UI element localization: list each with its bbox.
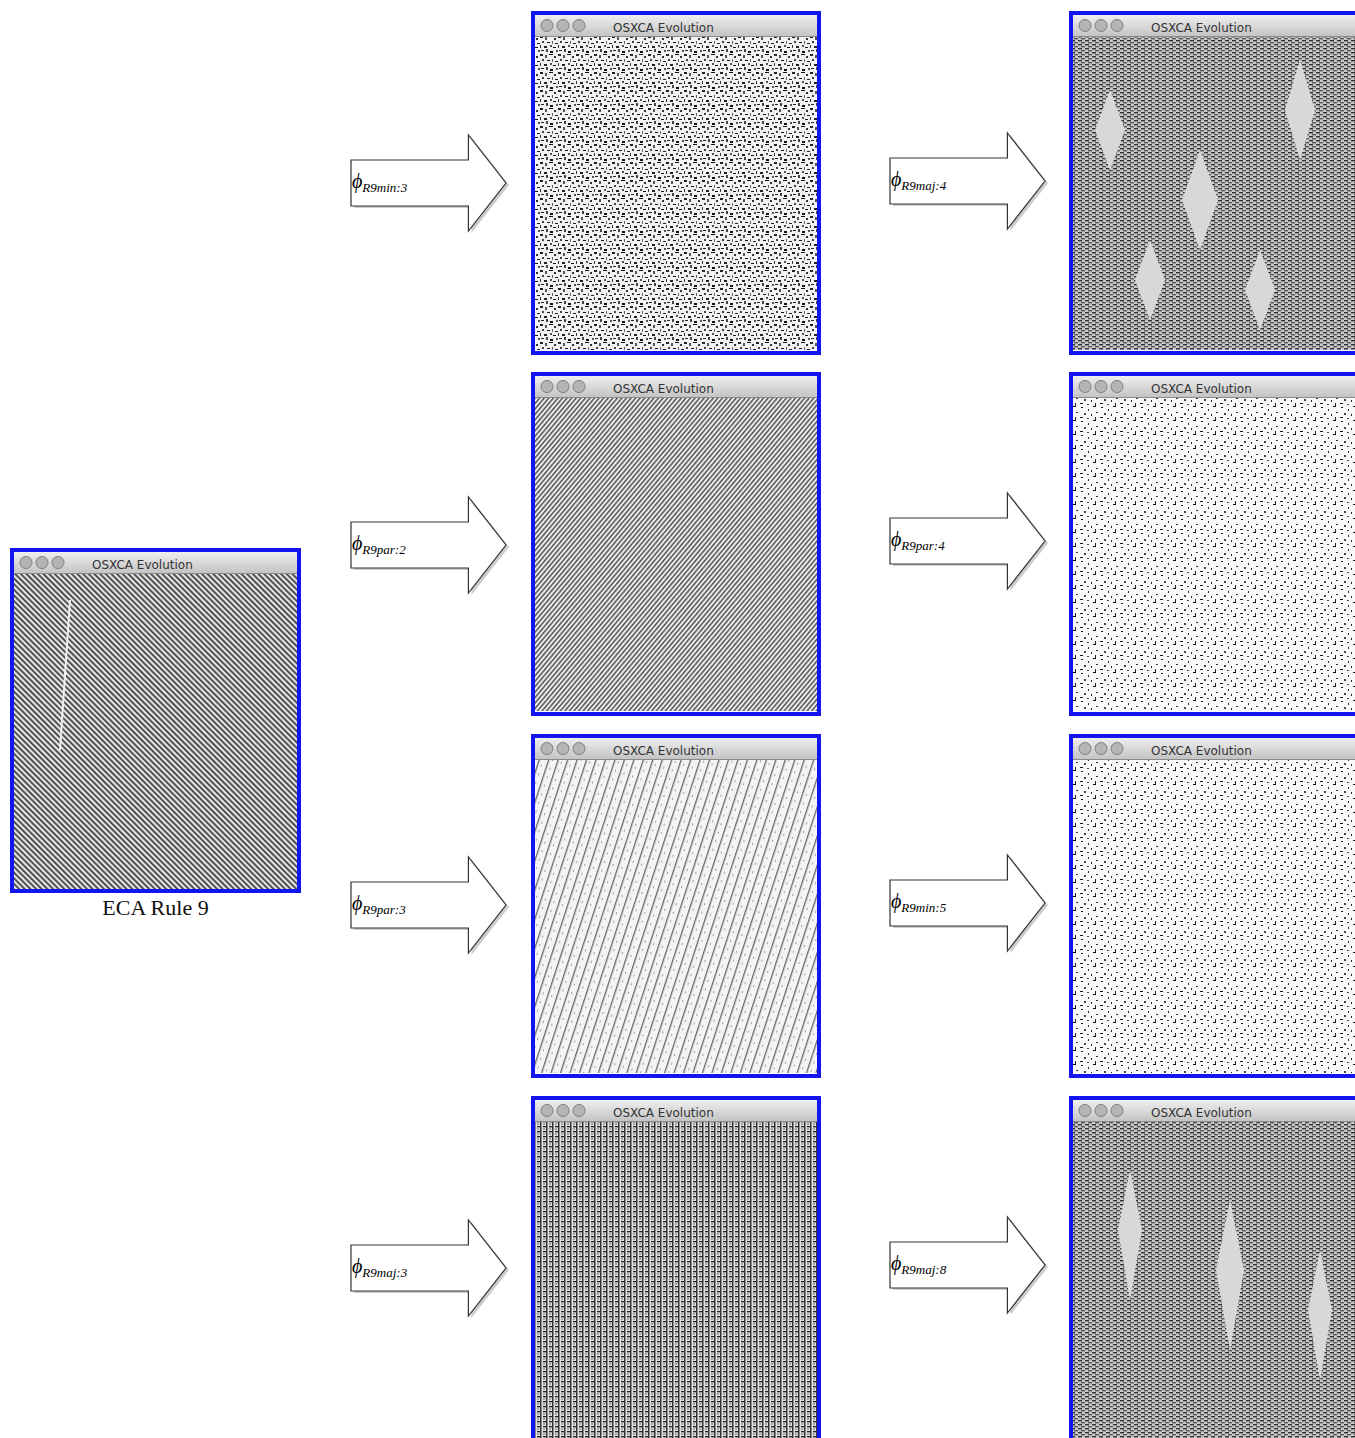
figure-caption: ECA Rule 9 bbox=[14, 895, 297, 921]
mapping-label: ϕR9par:4 bbox=[891, 528, 1051, 554]
window-button bbox=[36, 557, 48, 569]
window-buttons bbox=[1073, 738, 1133, 760]
mapping-label: ϕR9maj:3 bbox=[352, 1255, 512, 1281]
window-button bbox=[1079, 743, 1091, 755]
evolution-window: OSXCA Evolution bbox=[531, 1096, 821, 1438]
mapping-arrow: ϕR9min:5 bbox=[889, 853, 1049, 953]
window-button bbox=[1111, 743, 1123, 755]
mapping-subscript: R9maj:3 bbox=[362, 1265, 407, 1280]
window-button bbox=[573, 1105, 585, 1117]
window-button bbox=[52, 557, 64, 569]
window-title: OSXCA Evolution bbox=[613, 1106, 714, 1120]
window-title: OSXCA Evolution bbox=[1151, 21, 1252, 35]
mapping-subscript: R9par:3 bbox=[362, 902, 405, 917]
window-button bbox=[541, 20, 553, 32]
window-button bbox=[557, 381, 569, 393]
evolution-window: OSXCA Evolution bbox=[1069, 11, 1355, 355]
window-button bbox=[1079, 1105, 1091, 1117]
mapping-subscript: R9par:2 bbox=[362, 542, 405, 557]
mapping-subscript: R9maj:4 bbox=[901, 178, 946, 193]
title-bar: OSXCA Evolution bbox=[535, 15, 817, 37]
title-bar: OSXCA Evolution bbox=[535, 738, 817, 760]
window-buttons bbox=[535, 376, 595, 398]
window-title: OSXCA Evolution bbox=[1151, 744, 1252, 758]
window-button bbox=[573, 20, 585, 32]
mapping-label: ϕR9min:3 bbox=[352, 170, 512, 196]
window-buttons bbox=[535, 15, 595, 37]
evolution-window: OSXCA Evolution bbox=[1069, 734, 1355, 1078]
window-button bbox=[1111, 20, 1123, 32]
title-bar: OSXCA Evolution bbox=[1073, 15, 1355, 37]
mapping-label: ϕR9par:2 bbox=[352, 532, 512, 558]
mapping-label: ϕR9maj:8 bbox=[891, 1252, 1051, 1278]
mapping-subscript: R9min:3 bbox=[362, 180, 407, 195]
mapping-label: ϕR9min:5 bbox=[891, 890, 1051, 916]
evolution-window: OSXCA EvolutionECA Rule 9 bbox=[10, 548, 301, 893]
window-title: OSXCA Evolution bbox=[1151, 1106, 1252, 1120]
title-bar: OSXCA Evolution bbox=[535, 376, 817, 398]
window-button bbox=[1111, 381, 1123, 393]
title-bar: OSXCA Evolution bbox=[535, 1100, 817, 1122]
mapping-subscript: R9maj:8 bbox=[901, 1262, 946, 1277]
window-button bbox=[1079, 381, 1091, 393]
window-button bbox=[1079, 20, 1091, 32]
mapping-arrow: ϕR9par:2 bbox=[350, 495, 510, 595]
evolution-window: OSXCA Evolution bbox=[531, 372, 821, 716]
title-bar: OSXCA Evolution bbox=[1073, 738, 1355, 760]
window-title: OSXCA Evolution bbox=[613, 744, 714, 758]
mapping-arrow: ϕR9min:3 bbox=[350, 133, 510, 233]
window-button bbox=[1095, 20, 1107, 32]
window-button bbox=[1095, 1105, 1107, 1117]
mapping-arrow: ϕR9par:4 bbox=[889, 491, 1049, 591]
window-buttons bbox=[535, 738, 595, 760]
window-button bbox=[541, 1105, 553, 1117]
arrow-outline bbox=[890, 855, 1045, 951]
window-button bbox=[557, 20, 569, 32]
title-bar: OSXCA Evolution bbox=[1073, 1100, 1355, 1122]
mapping-arrow: ϕR9maj:3 bbox=[350, 1218, 510, 1318]
evolution-window: OSXCA Evolution bbox=[1069, 1096, 1355, 1438]
evolution-window: OSXCA Evolution bbox=[531, 734, 821, 1078]
arrow-outline bbox=[351, 1220, 506, 1316]
window-buttons bbox=[1073, 15, 1133, 37]
arrow-outline bbox=[351, 857, 506, 953]
window-button bbox=[1111, 1105, 1123, 1117]
window-title: OSXCA Evolution bbox=[613, 382, 714, 396]
window-button bbox=[541, 381, 553, 393]
window-title: OSXCA Evolution bbox=[613, 21, 714, 35]
mapping-label: ϕR9par:3 bbox=[352, 892, 512, 918]
mapping-arrow: ϕR9par:3 bbox=[350, 855, 510, 955]
mapping-subscript: R9par:4 bbox=[901, 538, 944, 553]
window-button bbox=[573, 743, 585, 755]
window-button bbox=[557, 743, 569, 755]
window-button bbox=[1095, 743, 1107, 755]
evolution-window: OSXCA Evolution bbox=[1069, 372, 1355, 716]
window-button bbox=[573, 381, 585, 393]
title-bar: OSXCA Evolution bbox=[14, 552, 297, 574]
window-button bbox=[20, 557, 32, 569]
window-button bbox=[541, 743, 553, 755]
window-buttons bbox=[1073, 376, 1133, 398]
arrow-outline bbox=[890, 493, 1045, 589]
arrow-outline bbox=[351, 497, 506, 593]
title-bar: OSXCA Evolution bbox=[1073, 376, 1355, 398]
mapping-arrow: ϕR9maj:4 bbox=[889, 131, 1049, 231]
mapping-arrow: ϕR9maj:8 bbox=[889, 1215, 1049, 1315]
window-buttons bbox=[14, 552, 74, 574]
mapping-label: ϕR9maj:4 bbox=[891, 168, 1051, 194]
window-title: OSXCA Evolution bbox=[92, 558, 193, 572]
arrow-outline bbox=[890, 1217, 1045, 1313]
window-buttons bbox=[1073, 1100, 1133, 1122]
evolution-window: OSXCA Evolution bbox=[531, 11, 821, 355]
arrow-outline bbox=[351, 135, 506, 231]
mapping-subscript: R9min:5 bbox=[901, 900, 946, 915]
arrow-outline bbox=[890, 133, 1045, 229]
window-buttons bbox=[535, 1100, 595, 1122]
window-button bbox=[1095, 381, 1107, 393]
window-title: OSXCA Evolution bbox=[1151, 382, 1252, 396]
window-button bbox=[557, 1105, 569, 1117]
